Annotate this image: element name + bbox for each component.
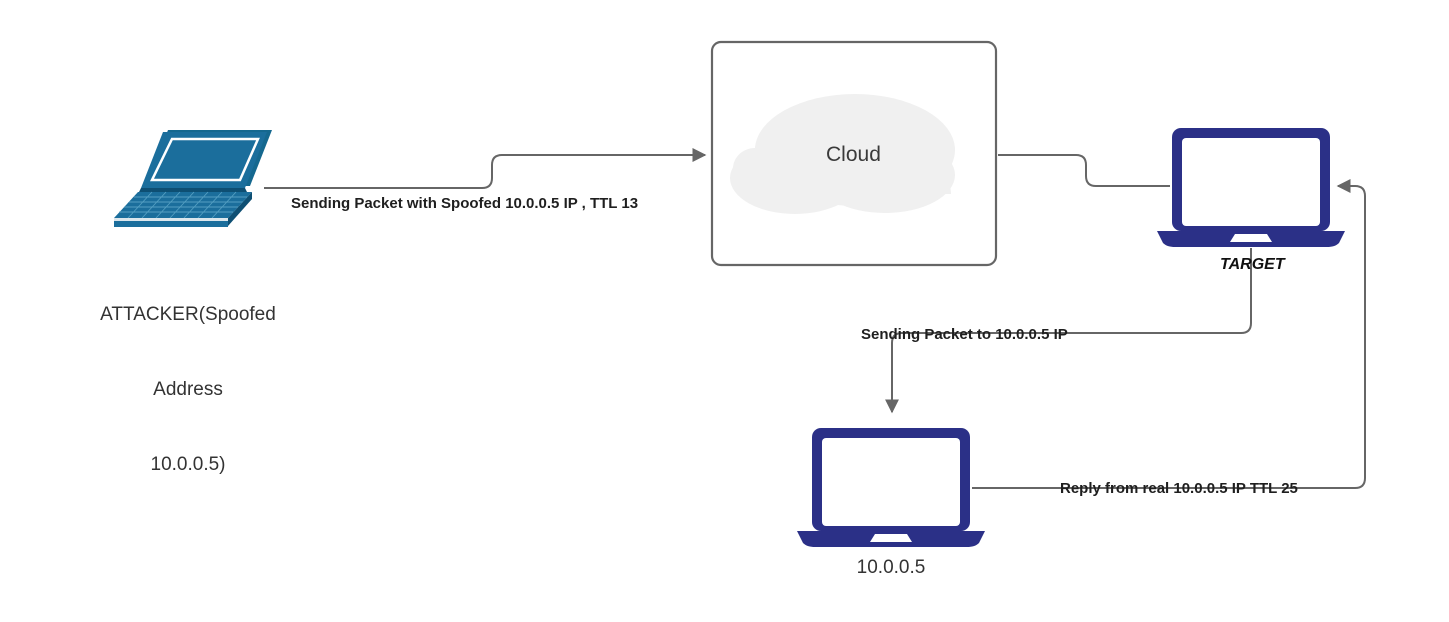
connector-attacker-to-cloud (264, 148, 707, 189)
connector-cloud-to-target (998, 154, 1170, 187)
attacker-laptop-icon[interactable] (114, 130, 272, 227)
attacker-label-line-3: 10.0.0.5) (150, 454, 226, 475)
connector-label-victim-to-target: Reply from real 10.0.0.5 IP TTL 25 (1060, 480, 1298, 497)
attacker-label: ATTACKER(Spoofed Address 10.0.0.5) (38, 252, 338, 502)
cloud-icon (730, 94, 955, 214)
cloud-node[interactable] (710, 40, 998, 267)
connector-label-target-to-victim: Sending Packet to 10.0.0.5 IP (861, 326, 1068, 343)
connector-target-to-victim (885, 248, 1252, 414)
connector-label-attacker-to-cloud: Sending Packet with Spoofed 10.0.0.5 IP … (291, 195, 639, 212)
connector-victim-to-target (972, 179, 1366, 489)
cloud-label: Cloud (826, 143, 881, 166)
target-laptop-icon[interactable] (1157, 128, 1345, 247)
victim-label: 10.0.0.5 (856, 557, 926, 578)
attacker-label-line-2: Address (153, 379, 223, 400)
target-label: TARGET (1220, 256, 1285, 273)
victim-laptop-icon[interactable] (797, 428, 985, 547)
attacker-label-line-1: ATTACKER(Spoofed (100, 304, 276, 325)
